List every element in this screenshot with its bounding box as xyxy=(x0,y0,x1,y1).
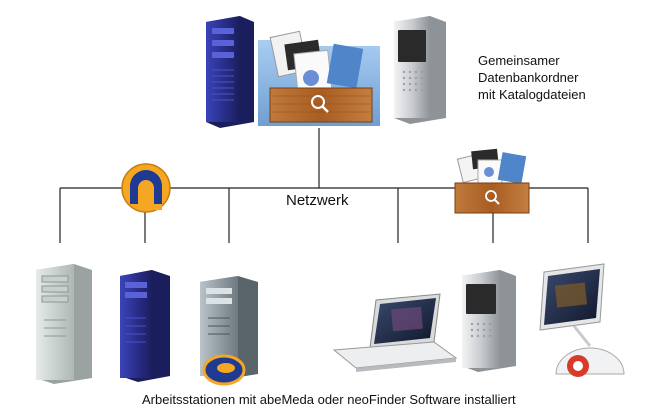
mac-pro-computer-icon xyxy=(462,270,516,372)
catalog-folder-icon xyxy=(258,30,380,126)
abemeda-logo-icon xyxy=(121,163,171,213)
server-label: Gemeinsamer Datenbankordner mit Katalogd… xyxy=(478,52,586,103)
grey-tower-computer-icon xyxy=(200,276,258,386)
imac-computer-icon xyxy=(539,263,625,377)
server-label-line3: mit Katalogdateien xyxy=(478,87,586,102)
network-label: Netzwerk xyxy=(286,192,349,209)
mac-pro-server-icon xyxy=(394,16,446,124)
server-label-line2: Datenbankordner xyxy=(478,70,579,85)
blue-tower-server-icon xyxy=(206,16,254,128)
neofinder-logo-icon xyxy=(454,148,530,214)
workstations-caption: Arbeitsstationen mit abeMeda oder neoFin… xyxy=(142,392,516,407)
laptop-computer-icon xyxy=(332,293,458,372)
blue-tower-computer-icon xyxy=(120,270,170,382)
beige-tower-computer-icon xyxy=(36,264,92,384)
server-label-line1: Gemeinsamer xyxy=(478,53,560,68)
